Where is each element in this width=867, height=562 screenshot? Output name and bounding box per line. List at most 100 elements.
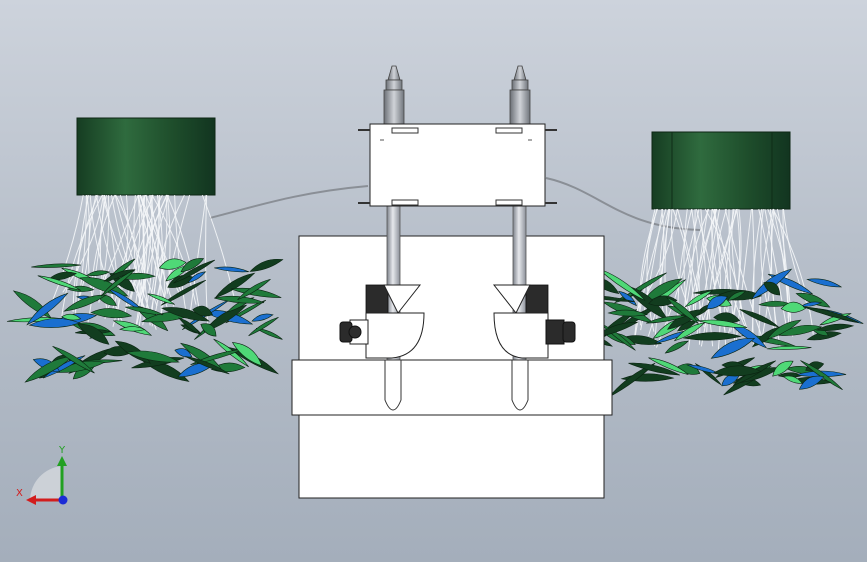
leaf-blade	[237, 278, 271, 301]
fiber-strand	[60, 194, 103, 327]
fiber-strand	[103, 194, 119, 321]
fiber-strand	[711, 208, 731, 320]
leaf-blade	[698, 319, 748, 328]
fiber-strand	[684, 208, 696, 314]
leaf-blade	[100, 269, 136, 297]
leaf-blade	[52, 345, 95, 374]
leaf-blade	[63, 294, 108, 312]
nozzle-left[interactable]	[383, 65, 405, 125]
leaf-blade	[772, 360, 794, 377]
nozzle-right[interactable]	[509, 65, 531, 125]
fiber-strand	[782, 208, 811, 313]
leaf-blade	[618, 290, 637, 307]
fiber-strand	[701, 208, 735, 323]
fiber-strand	[104, 194, 146, 319]
leaf-blade	[648, 357, 689, 375]
leaf-blade	[187, 271, 207, 284]
z-axis-dot	[58, 495, 68, 505]
fiber-strand	[734, 208, 752, 349]
leaf-blade	[800, 301, 823, 307]
leaf-blade	[203, 304, 248, 333]
leaf-blade	[684, 290, 714, 308]
leaf-blade	[798, 375, 825, 390]
leaf-blade	[251, 313, 274, 322]
fiber-strand	[155, 194, 168, 301]
leaf-blade	[712, 365, 762, 377]
coordinate-triad[interactable]: Y X	[16, 445, 68, 505]
leaf-blade	[26, 292, 69, 326]
fiber-strand	[160, 194, 191, 317]
leaf-blade	[802, 306, 859, 323]
manifold-plate[interactable]	[358, 123, 557, 207]
leaf-blade	[214, 295, 265, 304]
leaf-blade	[806, 278, 843, 288]
fiber-strand	[646, 208, 656, 332]
leaf-blade	[780, 301, 807, 313]
leaf-blade	[160, 279, 207, 306]
fiber-strand	[767, 208, 791, 328]
left-drum[interactable]	[76, 117, 216, 196]
fiber-strand	[633, 208, 667, 345]
leaf-cluster-left[interactable]	[6, 254, 284, 384]
fiber-strand	[111, 194, 147, 312]
leaf-blade	[710, 338, 756, 359]
leaf-blade	[214, 266, 249, 273]
fiber-strand	[693, 208, 718, 319]
leaf-blade	[778, 324, 823, 336]
leaf-blade	[200, 323, 217, 337]
leaf-blade	[795, 292, 831, 308]
leaf-blade	[664, 340, 689, 354]
leaf-blade	[192, 305, 213, 317]
leaf-blade	[648, 295, 678, 307]
fiber-strand	[677, 208, 705, 328]
leaf-blade	[158, 258, 187, 270]
leaf-blade	[682, 332, 742, 341]
leaf-blade	[739, 309, 779, 328]
clamp-left[interactable]	[339, 284, 425, 359]
leaf-blade	[178, 317, 201, 336]
fiber-strand	[633, 208, 658, 346]
leaf-blade	[706, 295, 728, 310]
fiber-strand	[174, 194, 188, 320]
leaf-blade	[86, 270, 111, 277]
leaf-blade	[665, 296, 700, 325]
leaf-cluster-right[interactable]	[580, 265, 864, 399]
leaf-blade	[174, 348, 193, 358]
clamp-right[interactable]	[492, 284, 576, 359]
leaf-blade	[37, 275, 82, 291]
leaf-blade	[628, 362, 681, 376]
leaf-blade	[90, 308, 133, 319]
leaf-blade	[173, 259, 215, 284]
fiber-strand	[772, 208, 814, 335]
leaf-blade	[231, 342, 263, 367]
right-drum[interactable]	[651, 131, 791, 210]
leaf-blade	[125, 306, 164, 316]
fiber-strand	[151, 194, 185, 324]
x-axis-label: X	[16, 488, 23, 499]
mounting-plate[interactable]	[291, 359, 613, 416]
leaf-blade	[185, 356, 230, 375]
fiber-strand	[691, 208, 701, 345]
fiber-strand	[126, 194, 141, 309]
leaf-blade	[61, 313, 82, 321]
leaf-blade	[763, 281, 781, 296]
fiber-strand	[139, 194, 162, 317]
fiber-strand	[115, 194, 141, 296]
hose-left	[209, 185, 369, 219]
leaf-blade	[815, 323, 855, 332]
fiber-strand	[166, 194, 171, 294]
leaf-blade	[783, 375, 803, 384]
fiber-strand	[700, 208, 738, 347]
fiber-strand	[189, 194, 207, 313]
leaf-blade	[727, 290, 747, 302]
leaf-blade	[766, 319, 802, 340]
leaf-blade	[609, 362, 656, 398]
leaf-blade	[597, 267, 646, 301]
fiber-strand	[140, 194, 149, 295]
leaf-blade	[214, 272, 256, 299]
leaf-blade	[180, 258, 205, 273]
leaf-blade	[160, 307, 210, 322]
fiber-strand	[687, 208, 709, 351]
